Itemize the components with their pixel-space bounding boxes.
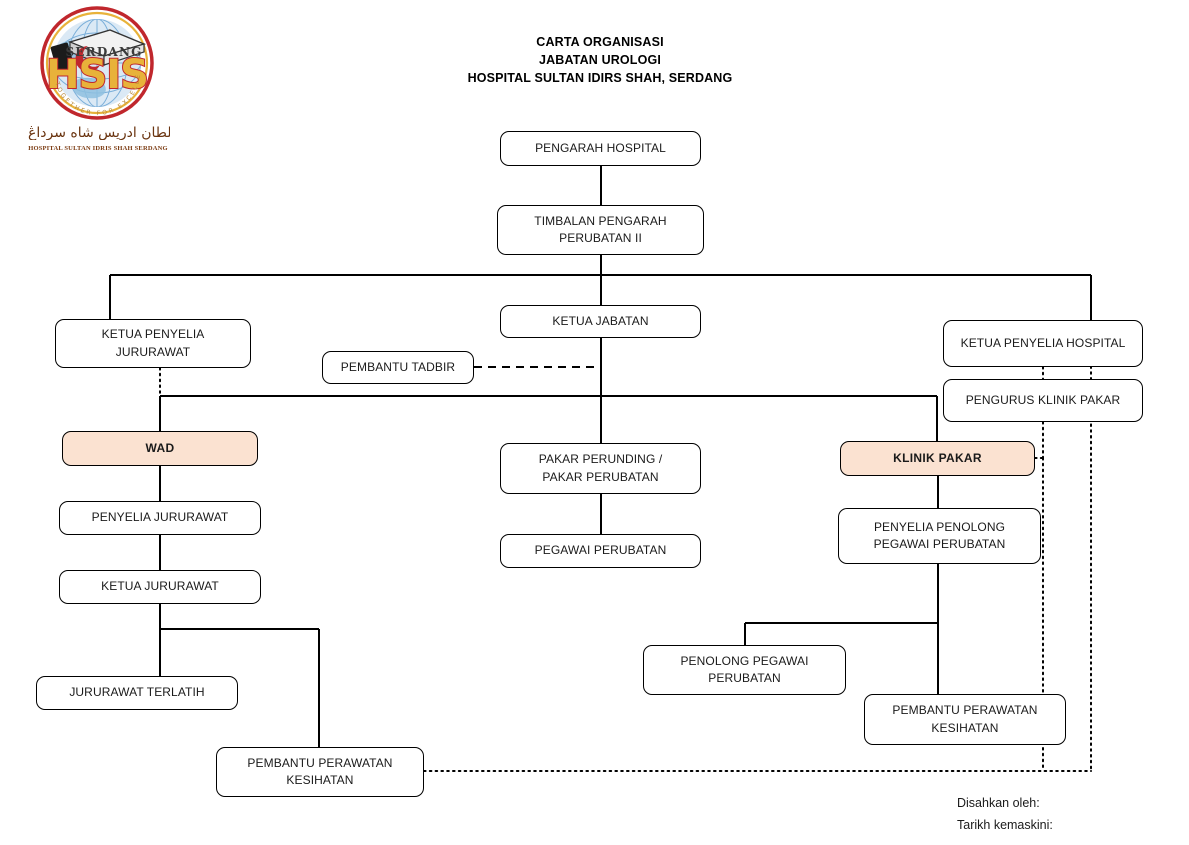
title-line-3: HOSPITAL SULTAN IDIRS SHAH, SERDANG	[467, 71, 733, 86]
node-ketua-jabatan[interactable]: KETUA JABATAN	[500, 305, 701, 338]
node-label: KETUA JURURAWAT	[101, 579, 219, 594]
node-label: PEGAWAI PERUBATAN	[534, 543, 667, 558]
svg-text:HSIS: HSIS	[46, 52, 148, 98]
node-pengarah-hospital[interactable]: PENGARAH HOSPITAL	[500, 131, 701, 166]
node-label: PENYELIA JURURAWAT	[91, 510, 229, 525]
node-label: PAKAR PERUNDING /PAKAR PERUBATAN	[538, 452, 663, 484]
node-wad[interactable]: WAD	[62, 431, 258, 466]
title-line-1: CARTA ORGANISASI	[536, 35, 664, 49]
approved-by-label: Disahkan oleh:	[957, 796, 1040, 810]
node-klinik-pakar[interactable]: KLINIK PAKAR	[840, 441, 1035, 476]
updated-date-label: Tarikh kemaskini:	[957, 817, 1053, 832]
svg-text:SERDANG: SERDANG	[65, 45, 142, 59]
graduation-cap-icon	[50, 29, 147, 76]
logo-caption: HOSPITAL SULTAN IDRIS SHAH SERDANG	[28, 145, 168, 152]
node-label: PENGARAH HOSPITAL	[535, 140, 666, 155]
node-ketua-penyelia-hospital[interactable]: KETUA PENYELIA HOSPITAL	[943, 320, 1143, 367]
hospital-logo: SERDANG HSIS TOGETHER FOR EXCELLENCE هوس…	[22, 6, 182, 161]
node-pengurus-klinik-pakar[interactable]: PENGURUS KLINIK PAKAR	[943, 379, 1143, 422]
logo-jawi-text: هوسڤيتل سلطان ادريس شاه سرداڠ	[28, 126, 170, 140]
node-penyelia-jururawat[interactable]: PENYELIA JURURAWAT	[59, 501, 261, 535]
page-title: CARTA ORGANISASI JABATAN UROLOGI HOSPITA…	[330, 33, 870, 87]
node-label: KETUA PENYELIA HOSPITAL	[960, 335, 1126, 350]
node-pegawai-perubatan[interactable]: PEGAWAI PERUBATAN	[500, 534, 701, 568]
node-label: KETUA JABATAN	[552, 313, 649, 328]
node-label: PENGURUS KLINIK PAKAR	[965, 392, 1121, 407]
node-pakar-perunding[interactable]: PAKAR PERUNDING /PAKAR PERUBATAN	[500, 443, 701, 494]
hsis-emblem-icon: SERDANG HSIS TOGETHER FOR EXCELLENCE	[32, 6, 154, 120]
node-label: PEMBANTU TADBIR	[340, 359, 456, 374]
node-jururawat-terlatih[interactable]: JURURAWAT TERLATIH	[36, 676, 238, 710]
node-label: KLINIK PAKAR	[893, 450, 982, 465]
node-ketua-jururawat[interactable]: KETUA JURURAWAT	[59, 570, 261, 604]
node-pembantu-tadbir[interactable]: PEMBANTU TADBIR	[322, 351, 474, 384]
node-label: WAD	[145, 440, 175, 455]
title-line-2: JABATAN UROLOGI	[539, 53, 661, 68]
node-label: JURURAWAT TERLATIH	[69, 685, 205, 700]
crescent-icon	[75, 46, 100, 72]
footer-signoff: Disahkan oleh: Tarikh kemaskini:	[957, 793, 1053, 837]
